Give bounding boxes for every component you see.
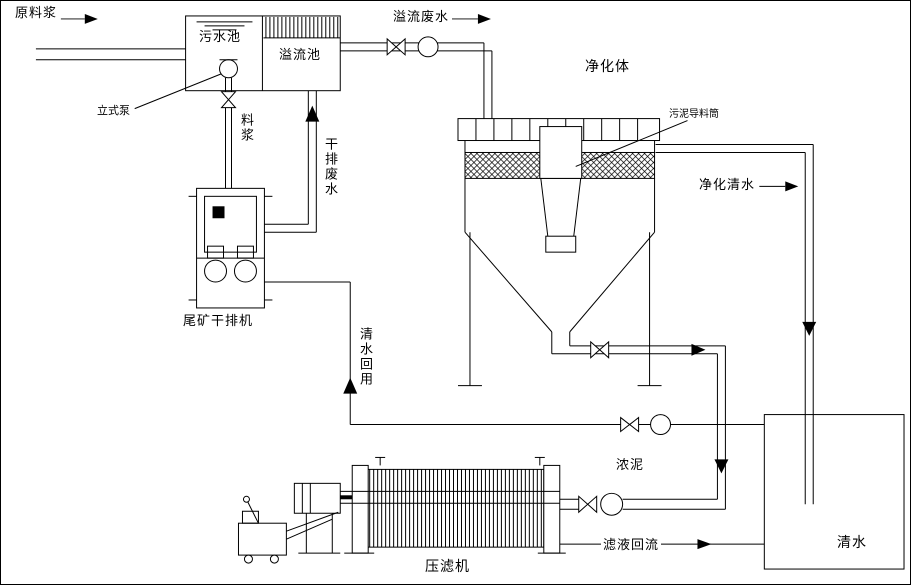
pump-icon [600,492,624,516]
sewage-overflow-tank [185,15,341,92]
flow-arrow-icon [714,459,729,474]
thickener [457,118,688,387]
label-filter-press: 压滤机 [425,559,470,575]
valve-icon [220,91,237,101]
valve-icon [220,98,237,109]
filter-press [237,456,566,564]
slurry-downpipe [220,77,237,189]
valve-icon [598,340,610,359]
label-sewage-pool: 污水池 [199,30,242,45]
valve-icon [386,37,397,56]
label-overflow-pool: 溢流池 [279,48,322,63]
valve-icon [628,416,640,433]
underflow-sludge-pipe [551,331,729,516]
clarified-water-pipe [655,144,817,505]
dry-discharge-return-pipe [264,90,320,233]
flow-arrow-icon [802,321,817,336]
label-slurry: 料浆 [237,113,253,143]
label-thick-sludge: 浓泥 [614,458,647,474]
valve-icon [620,416,631,433]
label-purified-clear-water: 净化清水 [699,178,756,193]
label-clear-water-reuse: 清水回用 [356,327,372,387]
label-vertical-pump: 立式泵 [97,104,130,117]
valve-icon [578,495,589,514]
valve-icon [590,340,601,359]
tailings-dewatering-machine [188,187,273,309]
valve-icon [586,495,598,514]
raw-slurry-feed-lines [35,13,186,61]
overflow-wastewater-pipe [340,13,493,119]
label-dry-discharge-wastewater: 干排废水 [321,137,337,197]
filtrate-return-pipe [557,539,765,550]
vertical-pump-symbol [134,59,238,110]
flow-arrow-icon [691,343,706,356]
flow-arrow-icon [697,539,712,550]
feedwell [539,126,583,179]
valve-icon [395,37,406,56]
label-filtrate-reflux: 滤液回流 [601,538,662,554]
label-overflow-wastewater: 溢流废水 [393,10,450,25]
label-sludge-guide-cylinder: 污泥导料筒 [669,109,719,120]
clear-water-tank [763,414,905,570]
flow-arrow-icon [84,13,98,24]
pump-icon [650,414,672,436]
flow-arrow-icon [477,13,491,24]
clear-water-reuse-pipe [264,281,765,436]
flow-arrow-icon [305,105,320,122]
label-purifier-body: 净化体 [585,59,630,75]
pump-icon [417,36,439,58]
flow-arrow-icon [343,377,358,394]
label-clear-water: 清水 [837,535,867,551]
label-raw-slurry: 原料浆 [15,6,58,21]
flow-arrow-icon [785,181,799,192]
label-tailings-machine: 尾矿干排机 [183,314,254,329]
